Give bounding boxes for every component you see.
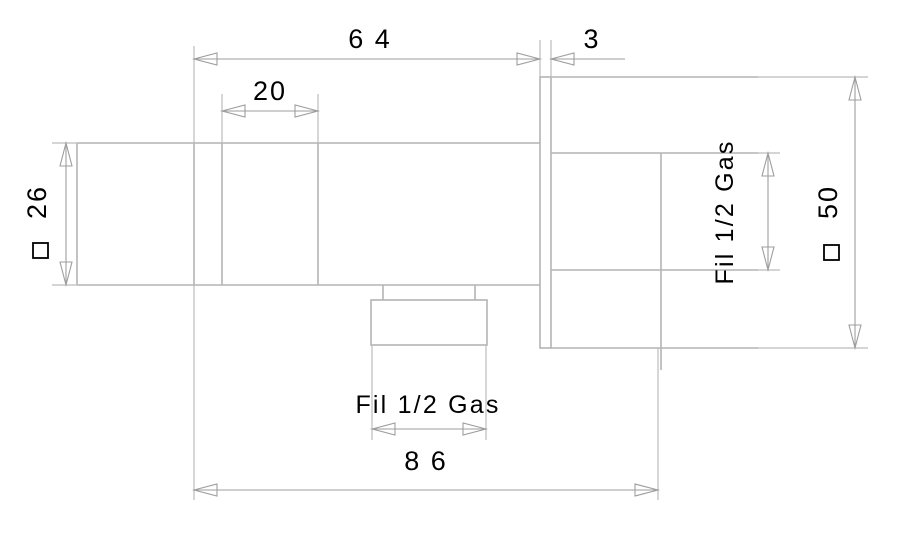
dim-label-86: 8 6	[404, 446, 448, 476]
note-thread-right: Fil 1/2 Gas	[711, 139, 739, 284]
dim-label-64: 6 4	[348, 24, 392, 54]
square-symbol-26	[32, 242, 49, 259]
dim-64	[191, 52, 543, 66]
square-symbol-50	[823, 244, 840, 261]
dim-thread-bottom	[369, 422, 489, 436]
dim-thread-right	[761, 150, 775, 273]
dim-20	[219, 104, 321, 118]
dim-3	[548, 52, 625, 66]
note-thread-bottom: Fil 1/2 Gas	[355, 391, 500, 419]
extension-lines	[52, 40, 868, 500]
dim-label-20: 20	[253, 76, 287, 106]
dimension-lines	[59, 52, 862, 497]
dimension-labels: 6 4 3 20 26 50 Fil 1/2 Gas Fil 1/2 Gas 8…	[22, 24, 843, 476]
dim-label-26-group: 26	[22, 185, 52, 259]
dim-label-26: 26	[22, 185, 52, 219]
dim-label-3: 3	[583, 24, 600, 54]
dim-50	[848, 74, 862, 351]
dim-label-50: 50	[813, 185, 843, 219]
part-outline	[76, 76, 758, 370]
dim-label-50-group: 50	[813, 185, 843, 261]
dim-86	[191, 483, 661, 497]
dim-26	[59, 140, 73, 288]
